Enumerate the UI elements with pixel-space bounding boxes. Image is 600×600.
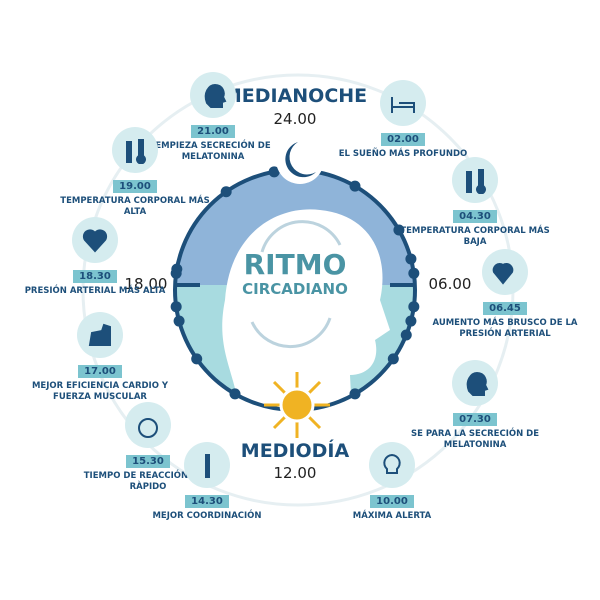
bed-icon <box>380 80 426 126</box>
event-time: 19.00 <box>113 180 157 193</box>
ring-dot <box>170 301 182 313</box>
event-label: TIEMPO DE REACCIÓN MÁS RÀPIDO <box>83 471 213 492</box>
midnight-time: 24.00 <box>273 110 317 128</box>
ring-dot <box>349 180 361 192</box>
brain-moon-icon <box>190 72 236 118</box>
event-item: 15.30 TIEMPO DE REACCIÓN MÁS RÀPIDO <box>68 402 228 493</box>
event-item: 21.00 EMPIEZA SECRECIÓN DE MELATONINA <box>133 72 293 163</box>
event-item: 07.30 SE PARA LA SECRECIÓN DE MELATONINA <box>395 360 555 451</box>
event-label: TEMPERATURA CORPORAL MÁS ALTA <box>60 196 210 217</box>
ring-dot <box>387 353 399 365</box>
center-title: RITMO CIRCADIANO <box>225 248 365 299</box>
heart-plus-icon <box>482 249 528 295</box>
yoga-pose-icon <box>184 442 230 488</box>
event-time: 06.45 <box>483 302 527 315</box>
hour-18: 18.00 <box>124 275 168 293</box>
ring-dot <box>408 301 420 313</box>
hour-06: 06.00 <box>428 275 472 293</box>
moon-icon-bg <box>276 136 324 184</box>
event-time: 07.30 <box>453 413 497 426</box>
event-label: MÁXIMA ALERTA <box>352 511 432 521</box>
ring-dot <box>170 267 182 279</box>
ring-dot <box>400 329 412 341</box>
event-label: SE PARA LA SECRECIÓN DE MELATONINA <box>410 429 540 450</box>
event-time: 14.30 <box>185 495 229 508</box>
noon-label: MEDIODÍA <box>240 440 350 462</box>
event-label: EMPIEZA SECRECIÓN DE MELATONINA <box>155 141 271 162</box>
stopwatch-icon <box>125 402 171 448</box>
event-item: 17.00 MEJOR EFICIENCIA CARDIO Y FUERZA M… <box>20 312 180 403</box>
ring-dot <box>393 224 405 236</box>
title-line2: CIRCADIANO <box>242 280 348 298</box>
lightbulb-icon <box>369 442 415 488</box>
event-time: 15.30 <box>126 455 170 468</box>
event-item: 14.30 MEJOR COORDINACIÓN <box>127 442 287 522</box>
heart-pulse-icon <box>72 217 118 263</box>
thermometer-person-icon <box>112 127 158 173</box>
moon-icon <box>285 142 316 178</box>
sun-icon <box>264 372 330 438</box>
head-silhouette <box>222 209 390 410</box>
title-line1: RITMO <box>243 248 347 281</box>
noon-time: 12.00 <box>273 464 317 482</box>
ring-dot <box>405 315 417 327</box>
event-label: EL SUEÑO MÁS PROFUNDO <box>338 149 468 159</box>
thermometer-person-icon <box>452 157 498 203</box>
event-item: 19.00 TEMPERATURA CORPORAL MÁS ALTA <box>55 127 215 218</box>
event-label: PRESIÓN ARTERIAL MÁS ALTA <box>24 286 166 296</box>
event-label: MEJOR COORDINACIÓN <box>152 511 262 521</box>
ring-dot <box>405 253 417 265</box>
brain-moon-cross-icon <box>452 360 498 406</box>
ring-dot <box>173 315 185 327</box>
cycle-arrow <box>250 317 332 349</box>
ring-dot <box>191 353 203 365</box>
ring-dot <box>229 388 241 400</box>
event-time: 17.00 <box>78 365 122 378</box>
midnight-label: MEDIANOCHE <box>222 85 368 107</box>
ring-dot <box>349 388 361 400</box>
ring-dot <box>268 166 280 178</box>
event-time: 04.30 <box>453 210 497 223</box>
event-time: 02.00 <box>381 133 425 146</box>
cycle-arrow <box>260 220 342 253</box>
event-label: AUMENTO MÁS BRUSCO DE LA PRESIÓN ARTERIA… <box>432 318 578 339</box>
ring-dot <box>220 186 232 198</box>
event-label: MEJOR EFICIENCIA CARDIO Y FUERZA MUSCULA… <box>31 381 169 402</box>
event-item: 18.30 PRESIÓN ARTERIAL MÁS ALTA <box>15 217 175 297</box>
event-time: 10.00 <box>370 495 414 508</box>
muscle-arm-icon <box>77 312 123 358</box>
event-time: 18.30 <box>73 270 117 283</box>
event-item: 02.00 EL SUEÑO MÁS PROFUNDO <box>323 80 483 160</box>
event-item: 06.45 AUMENTO MÁS BRUSCO DE LA PRESIÓN A… <box>425 249 585 340</box>
event-label: TEMPERATURA CORPORAL MÁS BAJA <box>400 226 550 247</box>
ring-dot <box>408 267 420 279</box>
event-item: 10.00 MÁXIMA ALERTA <box>312 442 472 522</box>
event-item: 04.30 TEMPERATURA CORPORAL MÁS BAJA <box>395 157 555 248</box>
event-time: 21.00 <box>191 125 235 138</box>
